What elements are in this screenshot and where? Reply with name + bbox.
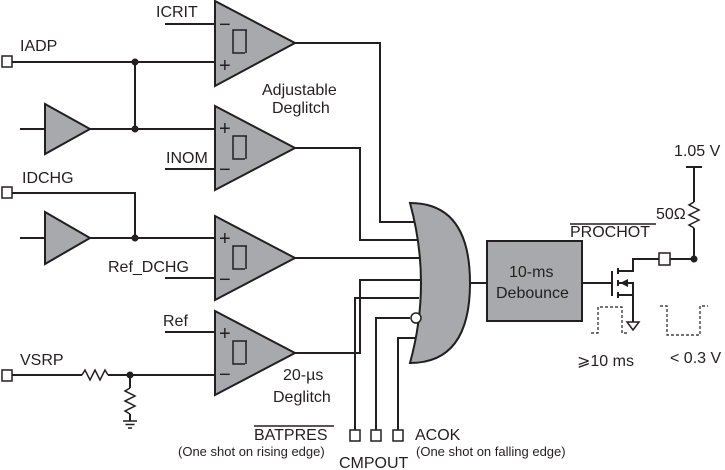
nmos-transistor	[611, 258, 659, 298]
adjustable-deglitch-label-1: Adjustable	[262, 82, 337, 99]
idchg-wire	[12, 192, 136, 238]
cmpout-inverter-bubble	[410, 312, 422, 324]
buffer-2-junction-dot	[131, 234, 139, 242]
svg-text:−: −	[219, 159, 231, 181]
adjustable-deglitch-label-2: Deglitch	[272, 100, 330, 117]
batpres-pad	[349, 429, 361, 442]
pullup-resistor	[687, 201, 701, 229]
or-gate	[408, 201, 472, 365]
comparator-icrit: − +	[214, 0, 298, 88]
cmpout-pad	[370, 429, 382, 442]
cmpout-label: CMPOUT	[339, 455, 409, 470]
comparator-inom: + −	[214, 104, 298, 192]
supply-label: 1.05 V	[674, 143, 721, 160]
batpres-label: BATPRES	[254, 427, 328, 444]
inom-output-wire	[295, 147, 420, 241]
svg-text:+: +	[219, 228, 231, 250]
iadp-label: IADP	[20, 38, 57, 55]
resistor-label: 50Ω	[656, 206, 686, 223]
pullup-upper-wire	[686, 166, 702, 202]
cmpout-wire	[375, 317, 410, 430]
idchg-label: IDCHG	[22, 170, 74, 187]
ref-dchg-label: Ref_DCHG	[108, 259, 189, 276]
svg-text:−: −	[219, 269, 231, 291]
prochot-pad	[658, 252, 671, 266]
svg-text:+: +	[219, 118, 231, 140]
comparator-vsrp: + −	[214, 309, 298, 397]
svg-text:−: −	[219, 14, 231, 36]
idchg-pad	[1, 186, 13, 199]
icrit-label: ICRIT	[156, 4, 198, 21]
acok-pad	[392, 429, 404, 442]
svg-text:+: +	[219, 323, 231, 345]
ref-label: Ref	[163, 313, 188, 330]
vsrp-series-resistor	[81, 368, 109, 382]
divider-resistor	[123, 387, 137, 415]
debounce-label-1: 10-ms	[509, 264, 553, 281]
acok-note: (One shot on falling edge)	[416, 444, 566, 459]
icrit-output-wire	[295, 42, 415, 223]
pulse-min-label: ⩾10 ms	[577, 353, 634, 370]
vsrp-label: VSRP	[20, 352, 64, 369]
buffer-2	[44, 210, 92, 266]
comparator-idchg: + −	[214, 214, 298, 302]
prochot-label: PROCHOT	[570, 224, 650, 241]
source-ground	[625, 321, 641, 332]
divider-ground	[123, 420, 137, 429]
deglitch-20us-label-1: 20-µs	[283, 367, 323, 384]
buffer-1-junction-dot	[131, 125, 139, 133]
debounce-label-2: Debounce	[496, 285, 569, 302]
batpres-wire	[354, 297, 419, 430]
iadp-pad	[1, 55, 13, 68]
buffer-1	[44, 102, 93, 156]
pulse-waveform	[591, 306, 629, 334]
inom-label: INOM	[166, 150, 208, 167]
svg-text:−: −	[219, 364, 231, 386]
low-level-label: < 0.3 V	[670, 350, 721, 367]
svg-text:+: +	[219, 55, 231, 77]
acok-label: ACOK	[415, 427, 461, 444]
vsrp-pad	[1, 369, 13, 382]
batpres-note: (One shot on rising edge)	[178, 444, 325, 459]
acok-wire	[397, 337, 415, 430]
iadp-junction-dot	[131, 58, 139, 66]
low-pulse-waveform	[660, 305, 708, 336]
deglitch-20us-label-2: Deglitch	[273, 389, 331, 406]
vsrp-output-wire	[295, 279, 420, 354]
debounce-block	[486, 240, 583, 322]
